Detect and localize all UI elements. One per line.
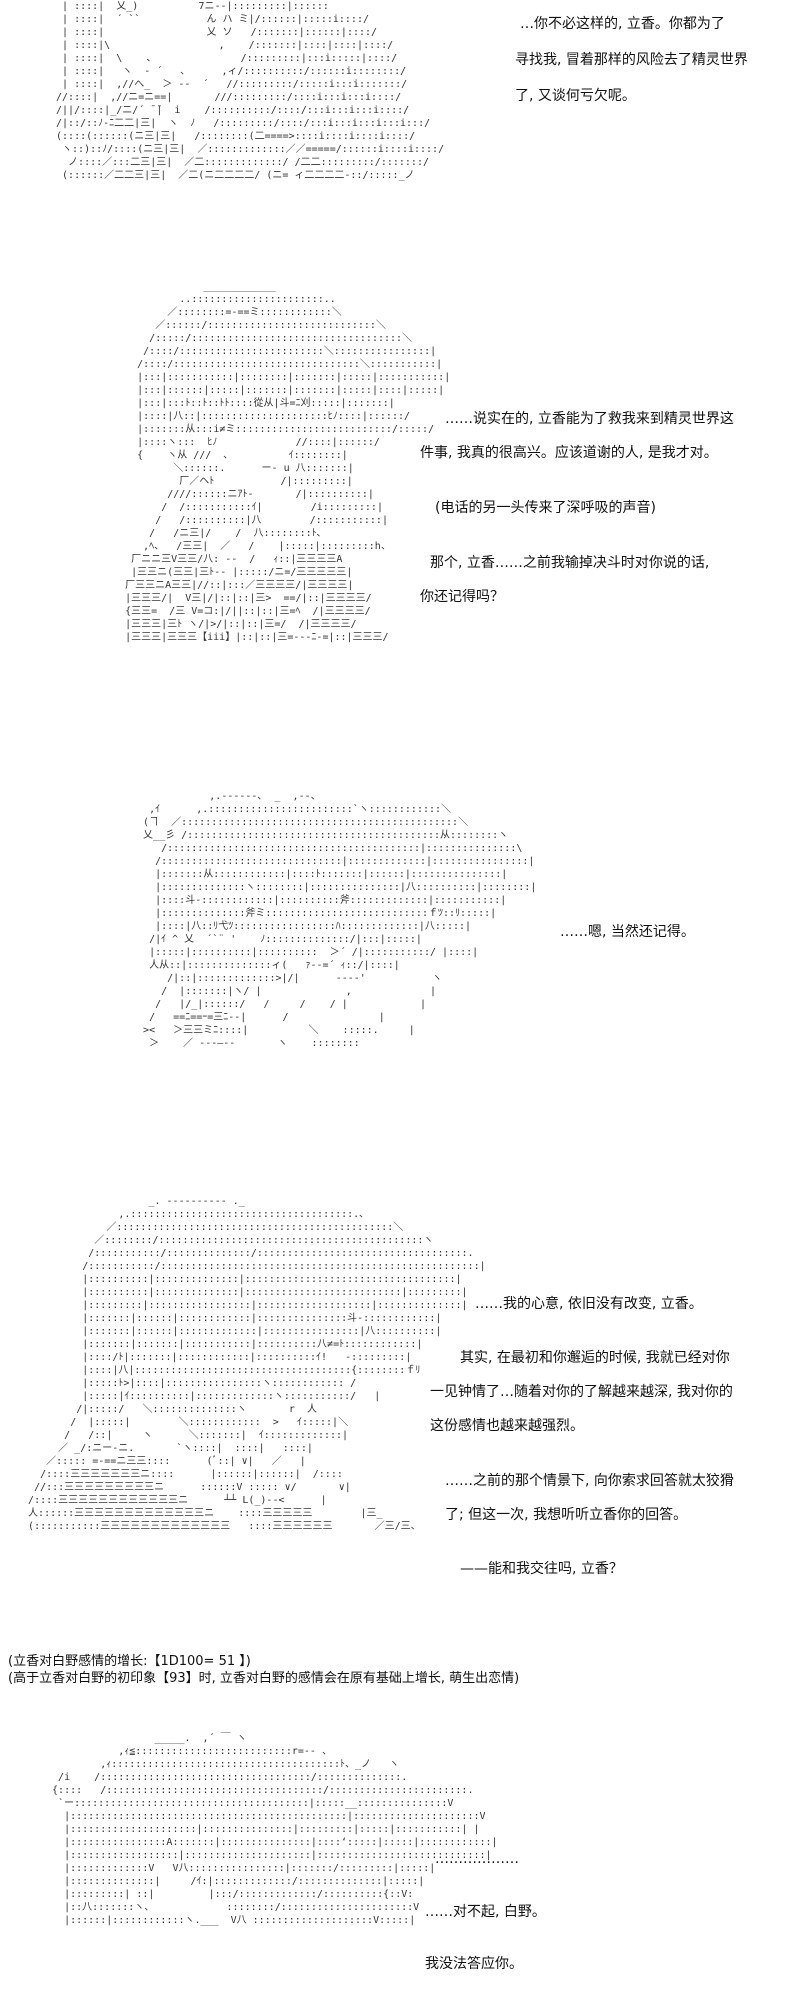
roll-result-line: (立香对白野感情的增长:【1D100= 51 】): [8, 1654, 251, 1669]
dialogue-line: (电话的另一头传来了深呼吸的声音): [435, 500, 656, 516]
dialogue-line: ……嗯, 当然还记得。: [560, 924, 695, 940]
dialogue-line: 寻找我, 冒着那样的风险去了精灵世界: [515, 52, 748, 68]
manga-panel-5: _____. ,´ ￣ ヽ ,ｨ≦:::::::::::::::::::::::…: [0, 1732, 800, 2000]
dialogue-line: …你不必这样的, 立香。你都为了: [520, 16, 725, 32]
manga-panel-2: ____________ ..::::::::::::::::::::::.. …: [0, 280, 800, 760]
dialogue-line: 那个, 立香……之前我输掉决斗时对你说的话,: [430, 555, 710, 571]
dialogue-line: 其实, 在最初和你邂逅的时候, 我就已经对你: [460, 1350, 730, 1366]
dialogue-line: ……说实在的, 立香能为了救我来到精灵世界这: [445, 411, 734, 427]
ascii-art-figure: | ::::| 乂_) 7ニ-‐|:::::::::|:::::: | ::::…: [56, 1, 445, 181]
dialogue-line: ——能和我交往吗, 立香？: [460, 1561, 623, 1577]
ascii-art-figure: _____. ,´ ￣ ヽ ,ｨ≦:::::::::::::::::::::::…: [52, 1733, 498, 1926]
dialogue-line: 你还记得吗？: [420, 589, 504, 605]
dialogue-line: 件事, 我真的很高兴。应该道谢的人, 是我才对。: [420, 445, 718, 461]
manga-panel-3: ,.-‐‐‐‐-､ _ ,‐‐、 ,ｲ ,.::::::::::::::::::…: [0, 790, 800, 1170]
manga-panel-1: | ::::| 乂_) 7ニ-‐|:::::::::|:::::: | ::::…: [0, 0, 800, 260]
dialogue-line: 一见钟情了…随着对你的了解越来越深, 我对你的: [430, 1384, 733, 1400]
dialogue-line: 我没法答应你。: [425, 1956, 523, 1972]
dialogue-line: 了; 但这一次, 我想听听立香你的回答。: [445, 1507, 688, 1523]
dialogue-line: ……我的心意, 依旧没有改变, 立香。: [475, 1296, 703, 1312]
ascii-art-figure: ,.-‐‐‐‐-､ _ ,‐‐、 ,ｲ ,.::::::::::::::::::…: [143, 791, 537, 1049]
dialogue-line: 这份感情也越来越强烈。: [430, 1418, 584, 1434]
manga-panel-4: _. -‐‐‐‐‐‐‐-- ._ ,.:::::::::::::::::::::…: [0, 1195, 800, 1640]
roll-result-notes: (立香对白野感情的增长:【1D100= 51 】) (高于立香对白野的初印象【9…: [0, 1650, 800, 1690]
ascii-art-figure: _. -‐‐‐‐‐‐‐-- ._ ,.:::::::::::::::::::::…: [28, 1196, 486, 1532]
dialogue-line: ……对不起, 白野。: [425, 1904, 546, 1920]
dialogue-line: 了, 又谈何亏欠呢。: [515, 88, 636, 104]
roll-threshold-line: (高于立香对白野的初印象【93】时, 立香对白野的感情会在原有基础上增长, 萌生…: [8, 1671, 520, 1686]
dialogue-line: ……之前的那个情景下, 向你索求回答就太狡猾: [445, 1473, 734, 1489]
dialogue-line: ………………: [435, 1851, 519, 1867]
ascii-art-figure: ____________ ..::::::::::::::::::::::.. …: [125, 281, 451, 643]
